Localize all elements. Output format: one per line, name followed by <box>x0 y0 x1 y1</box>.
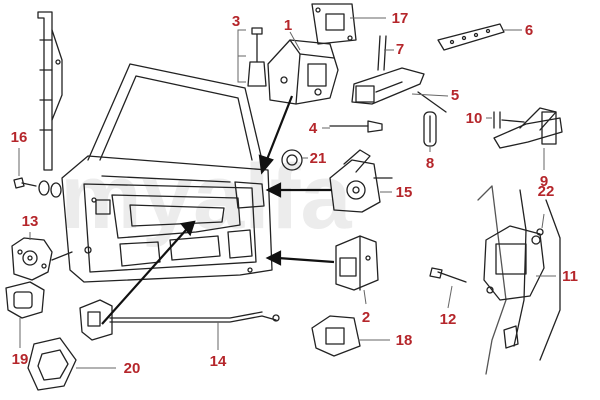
part-button <box>281 149 303 171</box>
callout-1: 1 <box>284 17 292 34</box>
callout-2: 2 <box>362 309 370 326</box>
callout-7: 7 <box>396 41 404 58</box>
part-rubber-pad <box>423 111 437 147</box>
arrowhead-lower-hinge <box>265 250 282 266</box>
arrow-hinge <box>264 95 294 163</box>
callout-12: 12 <box>440 311 457 328</box>
callout-21: 21 <box>310 150 327 167</box>
callout-22: 22 <box>538 183 555 200</box>
callout-9: 9 <box>540 173 548 190</box>
part-hinge-upper <box>267 39 339 105</box>
arrowhead-lock-body <box>179 220 196 237</box>
callout-6: 6 <box>525 22 533 39</box>
part-screw <box>329 120 383 133</box>
callout-10: 10 <box>466 110 483 127</box>
part-hinge-lower <box>335 235 379 291</box>
callout-18: 18 <box>396 332 413 349</box>
part-striker-screw <box>536 228 544 236</box>
part-striker <box>477 185 561 375</box>
callout-19: 19 <box>12 351 29 368</box>
callout-20: 20 <box>124 360 141 377</box>
part-lever-assembly <box>493 107 563 149</box>
arrow-lock-body <box>101 229 187 325</box>
callout-3: 3 <box>232 13 240 30</box>
part-check-strap <box>437 23 505 51</box>
callout-labels: 1 2 3 4 5 6 7 8 9 10 11 12 13 14 15 16 1… <box>11 10 578 377</box>
callout-15: 15 <box>396 184 413 201</box>
part-pin-lever <box>493 111 501 129</box>
part-latch <box>11 237 73 281</box>
part-bolt <box>13 177 62 198</box>
door-shell <box>61 63 273 283</box>
part-check-link <box>351 67 447 113</box>
part-pin-small <box>377 35 387 71</box>
part-hinge-pin <box>247 27 267 87</box>
arrow-lower-hinge <box>277 256 335 264</box>
part-lock-body <box>79 299 113 341</box>
part-escutcheon <box>27 337 77 391</box>
part-plate-lower <box>311 315 361 357</box>
callout-13: 13 <box>22 213 39 230</box>
callout-14: 14 <box>210 353 227 370</box>
arrowhead-lock <box>265 182 282 198</box>
callout-16: 16 <box>11 129 28 146</box>
callout-4: 4 <box>309 120 318 137</box>
callout-17: 17 <box>392 10 409 27</box>
part-screw-striker <box>429 267 467 283</box>
part-gasket <box>5 281 45 319</box>
callout-11: 11 <box>562 268 578 285</box>
part-plate-upper <box>311 3 357 45</box>
callout-5: 5 <box>451 87 459 104</box>
leader-lines <box>18 17 556 369</box>
part-lock-mechanism <box>329 149 393 213</box>
assembly-arrows <box>101 95 335 325</box>
arrowhead-hinge <box>258 154 274 175</box>
part-control-rod <box>109 311 280 323</box>
window-rail <box>37 11 63 171</box>
callout-8: 8 <box>426 155 434 172</box>
